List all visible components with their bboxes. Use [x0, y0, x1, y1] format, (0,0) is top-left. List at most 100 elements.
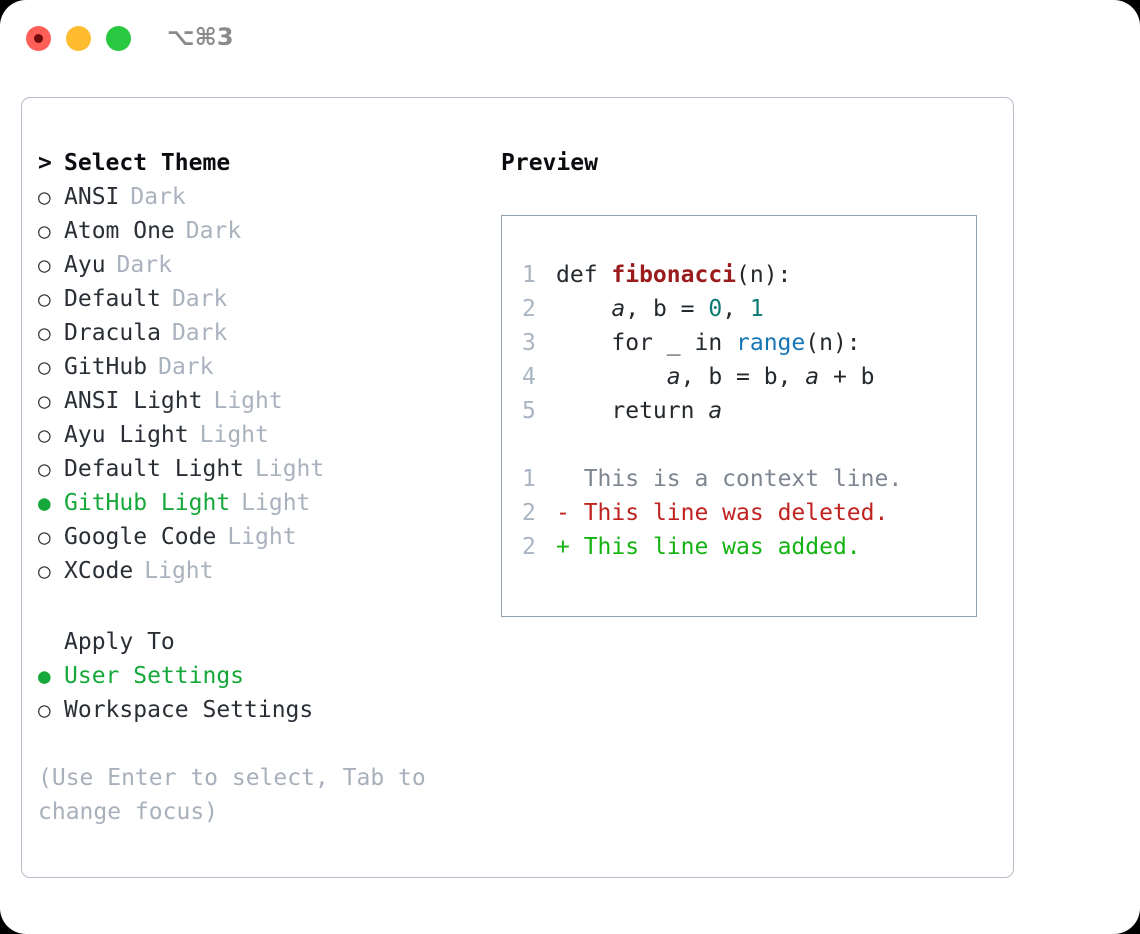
theme-variant-badge: Dark — [158, 354, 214, 380]
theme-option-label: Default — [64, 286, 161, 312]
radio-unselected-icon: ○ — [38, 185, 51, 209]
code-token: fibonacci — [611, 262, 737, 288]
theme-option-label: ANSI Light — [64, 388, 203, 414]
theme-variant-badge: Dark — [171, 286, 228, 312]
theme-variant-badge: Light — [241, 490, 311, 516]
code-line: 4 a, b = b, a + b — [522, 364, 976, 398]
code-line-text: for _ in range(n): — [556, 330, 861, 356]
code-line-text: return a — [556, 398, 722, 424]
theme-picker-heading-row: > Select Theme — [38, 146, 488, 180]
code-token: + b — [819, 364, 875, 390]
apply-to-option-label: User Settings — [64, 663, 245, 689]
theme-variant-badge: Light — [199, 422, 269, 448]
apply-to-heading: Apply To — [64, 629, 175, 655]
maximize-button[interactable] — [106, 26, 131, 51]
theme-variant-badge: Dark — [130, 184, 186, 210]
theme-variant-badge: Dark — [116, 252, 172, 278]
theme-option-label: Google Code — [64, 524, 217, 550]
radio-unselected-icon: ○ — [38, 355, 51, 379]
theme-variant-badge: Light — [213, 388, 283, 414]
code-line: 5 return a — [522, 398, 976, 432]
apply-to-option-row[interactable]: ○ Workspace Settings — [38, 693, 488, 727]
theme-picker-heading: Select Theme — [64, 150, 231, 176]
keyboard-hint-text: (Use Enter to select, Tab to change focu… — [38, 765, 426, 825]
close-button[interactable] — [26, 26, 51, 51]
code-token: 0 — [708, 296, 723, 322]
diff-line-text: This line was added. — [569, 534, 861, 560]
theme-variant-badge: Light — [255, 456, 325, 482]
code-token: , b = b, — [680, 364, 806, 390]
code-token: range — [736, 330, 806, 356]
code-token: 1 — [749, 296, 764, 322]
diff-line-number: 2 — [522, 534, 536, 560]
radio-unselected-icon: ○ — [38, 525, 51, 549]
window-controls — [26, 26, 131, 51]
theme-option-label: GitHub — [64, 354, 148, 380]
apply-to-list: ● User Settings ○ Workspace Settings — [38, 659, 488, 727]
code-line: 3 for _ in range(n): — [522, 330, 976, 364]
theme-option-row[interactable]: ○ ANSI Dark — [38, 180, 488, 214]
minimize-button[interactable] — [66, 26, 91, 51]
radio-unselected-icon: ○ — [38, 423, 51, 447]
theme-option-label: ANSI — [64, 184, 120, 210]
theme-option-row[interactable]: ○ Dracula Dark — [38, 316, 488, 350]
theme-option-label: Atom One — [64, 218, 175, 244]
theme-option-row[interactable]: ○ Ayu Light Light — [38, 418, 488, 452]
code-line-number: 4 — [522, 364, 536, 390]
theme-option-label: Dracula — [64, 320, 161, 346]
keyboard-shortcut-label: ⌥⌘3 — [167, 23, 234, 51]
radio-unselected-icon: ○ — [38, 253, 51, 277]
code-token — [556, 296, 611, 322]
radio-selected-icon: ● — [38, 664, 51, 688]
theme-option-label: Ayu Light — [64, 422, 189, 448]
caret-icon: > — [38, 150, 52, 176]
radio-unselected-icon: ○ — [38, 698, 51, 722]
apply-to-option-row[interactable]: ● User Settings — [38, 659, 488, 693]
theme-option-row[interactable]: ○ Default Dark — [38, 282, 488, 316]
code-token: a — [805, 364, 820, 390]
code-line-text: def fibonacci(n): — [556, 262, 791, 288]
theme-option-row[interactable]: ○ Google Code Light — [38, 520, 488, 554]
diff-line: 1 This is a context line. — [522, 466, 976, 500]
code-token: return — [556, 398, 709, 424]
code-token: a — [611, 296, 626, 322]
theme-variant-badge: Dark — [171, 320, 228, 346]
theme-option-label: Default Light — [64, 456, 245, 482]
apply-to-heading-row: Apply To — [38, 625, 488, 659]
radio-unselected-icon: ○ — [38, 219, 51, 243]
theme-option-label: XCode — [64, 558, 134, 584]
theme-variant-badge: Light — [227, 524, 297, 550]
diff-line-number: 2 — [522, 500, 536, 526]
radio-unselected-icon: ○ — [38, 321, 51, 345]
code-token: (n): — [805, 330, 861, 356]
diff-line-text: This line was deleted. — [569, 500, 889, 526]
diff-marker: + — [556, 534, 570, 560]
diff-sample: 1 This is a context line.2- This line wa… — [522, 466, 976, 568]
code-line-number: 5 — [522, 398, 536, 424]
preview-title: Preview — [501, 150, 598, 176]
apply-to-option-label: Workspace Settings — [64, 697, 314, 723]
section-spacer — [38, 588, 488, 625]
diff-marker — [556, 466, 570, 492]
code-line-number: 3 — [522, 330, 536, 356]
code-line: 2 a, b = 0, 1 — [522, 296, 976, 330]
code-token: a — [708, 398, 723, 424]
radio-unselected-icon: ○ — [38, 287, 51, 311]
theme-option-row[interactable]: ○ GitHub Dark — [38, 350, 488, 384]
diff-line: 2 + This line was added. — [522, 534, 976, 568]
title-bar: ⌥⌘3 — [0, 0, 1140, 78]
theme-variant-badge: Light — [144, 558, 214, 584]
code-line-text: a, b = b, a + b — [556, 364, 875, 390]
theme-option-label: GitHub Light — [64, 490, 231, 516]
